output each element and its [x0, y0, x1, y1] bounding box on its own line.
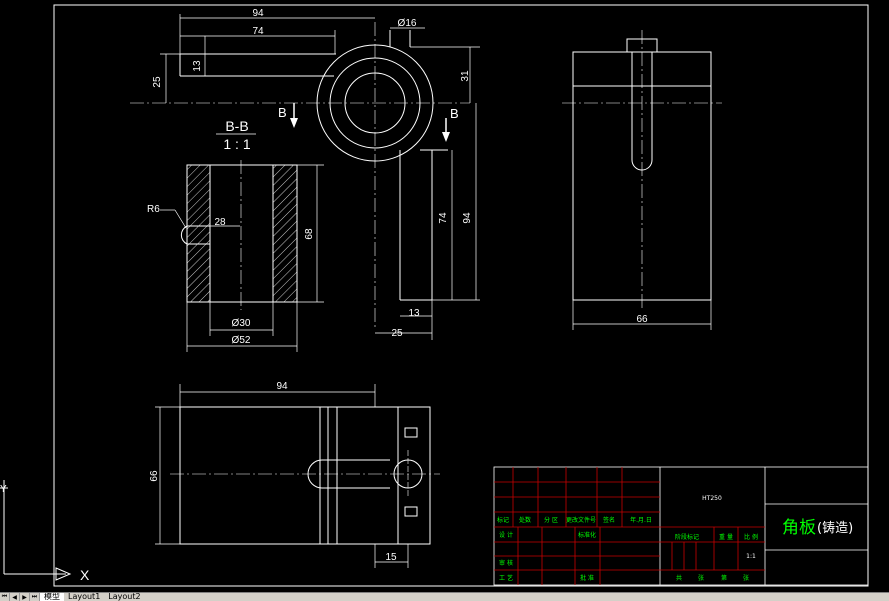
dim-dia52: Ø52 — [232, 335, 251, 346]
section-title: B-B — [225, 118, 248, 134]
tb-mid-0: 标准化 — [578, 531, 596, 539]
tb-label-2: 分 区 — [544, 516, 558, 524]
section-view — [180, 160, 298, 310]
ucs-y-label: Y — [0, 484, 7, 495]
dim-31: 31 — [460, 70, 471, 82]
part-name: 角板 — [782, 518, 816, 538]
dim-68: 68 — [304, 228, 315, 240]
cut-label-right: B — [450, 106, 459, 121]
dim-94-top: 94 — [252, 8, 264, 19]
tb-sheet-2: 第 — [721, 574, 727, 582]
arrow-left-cut-icon — [290, 118, 298, 128]
ucs-x-label: X — [80, 567, 90, 583]
top-view — [130, 22, 470, 330]
dim-74-right: 74 — [438, 212, 449, 224]
section-dimensions — [160, 133, 324, 352]
tb-left-2: 工 艺 — [499, 574, 513, 582]
tab-layout1[interactable]: Layout1 — [68, 592, 101, 601]
dim-dia30: Ø30 — [232, 318, 251, 329]
first-tab-button[interactable]: ⏮ — [0, 593, 10, 601]
dim-28: 28 — [214, 217, 226, 228]
tb-left-0: 设 计 — [499, 531, 513, 539]
dim-r6: R6 — [147, 204, 160, 215]
tb-scale-label: 比 例 — [744, 533, 758, 541]
dim-94-right: 94 — [462, 212, 473, 224]
last-tab-button[interactable]: ⏭ — [30, 593, 40, 601]
dim-66-bottom: 66 — [149, 470, 160, 482]
dim-13: 13 — [192, 60, 203, 72]
part-note: (铸造) — [817, 520, 853, 536]
tb-label-1: 处数 — [519, 516, 531, 524]
section-scale: 1 : 1 — [223, 136, 250, 152]
side-view — [562, 30, 722, 308]
tb-label-3: 更改文件号 — [566, 516, 596, 524]
tab-model[interactable]: 模型 — [40, 593, 64, 601]
front-view-dimensions — [155, 384, 409, 568]
arrow-right-cut-icon — [442, 132, 450, 142]
tb-stage: 阶段标记 — [675, 533, 699, 541]
dim-74-top: 74 — [252, 26, 264, 37]
tb-sheet-1: 张 — [698, 574, 704, 582]
tb-mid-1: 批 准 — [580, 574, 594, 582]
tab-layout2[interactable]: Layout2 — [108, 592, 141, 601]
dim-94-bottom: 94 — [276, 381, 288, 392]
side-view-dimensions — [572, 300, 712, 330]
layout-tab-bar: ⏮ ◀ ▶ ⏭ 模型 Layout1 Layout2 — [0, 592, 889, 601]
tb-sheet-0: 共 — [676, 574, 682, 582]
dim-13-bottom: 13 — [408, 308, 420, 319]
drawing-frame — [53, 4, 869, 587]
top-view-dimensions — [160, 14, 480, 340]
title-block — [493, 466, 869, 586]
tb-left-1: 审 核 — [499, 559, 513, 567]
scale-value: 1:1 — [746, 553, 756, 560]
tb-weight: 重 量 — [719, 533, 733, 541]
dim-66-side: 66 — [636, 314, 648, 325]
top-view-dim-text: 94 74 Ø16 25 13 31 74 94 25 13 — [152, 8, 473, 339]
dim-25: 25 — [152, 76, 163, 88]
dim-25-bottom: 25 — [391, 328, 403, 339]
next-tab-button[interactable]: ▶ — [20, 593, 30, 601]
tb-label-0: 标记 — [497, 516, 509, 524]
front-view — [170, 406, 440, 545]
tb-sheet-3: 张 — [743, 574, 749, 582]
prev-tab-button[interactable]: ◀ — [10, 593, 20, 601]
ucs-icon — [0, 480, 72, 581]
tb-label-4: 签名 — [603, 516, 615, 524]
dim-15-bottom: 15 — [385, 552, 397, 563]
section-markers — [293, 103, 447, 132]
cut-label-left: B — [278, 105, 287, 120]
dim-dia16: Ø16 — [398, 18, 417, 29]
tb-label-5: 年.月.日 — [630, 516, 652, 524]
material-text: HT250 — [702, 495, 722, 502]
